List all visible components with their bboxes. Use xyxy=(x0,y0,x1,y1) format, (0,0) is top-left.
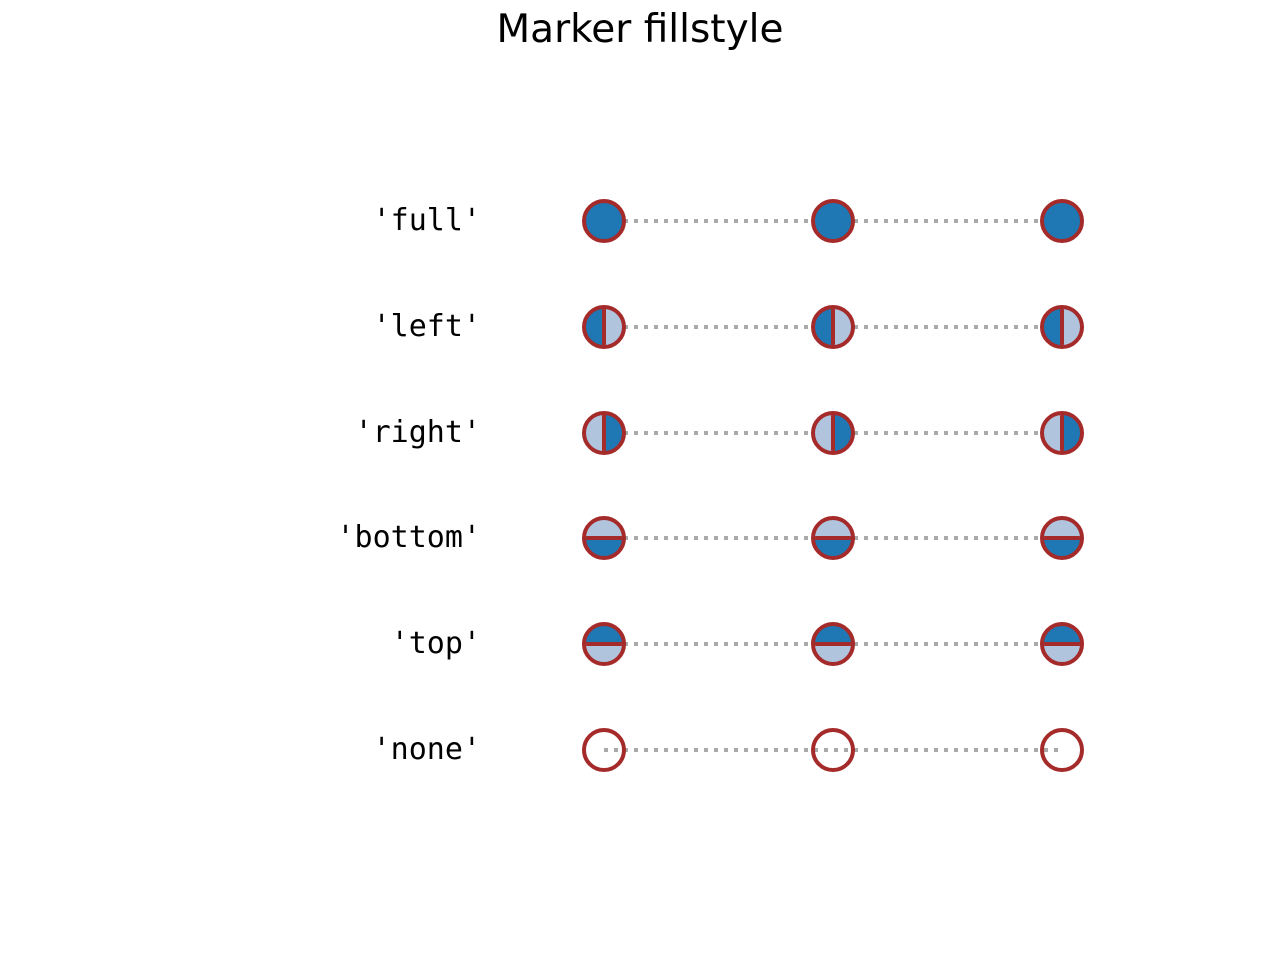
marker-bottom xyxy=(1040,516,1084,560)
marker-divider xyxy=(1060,309,1064,345)
marker-full xyxy=(582,199,626,243)
marker-divider xyxy=(1044,536,1080,540)
marker-divider xyxy=(586,536,622,540)
row-label-none: 'none' xyxy=(372,732,481,767)
marker-divider xyxy=(831,415,835,451)
row-label-bottom: 'bottom' xyxy=(336,520,482,555)
marker-none xyxy=(811,728,855,772)
marker-full xyxy=(1040,199,1084,243)
marker-divider xyxy=(1060,415,1064,451)
marker-divider xyxy=(831,309,835,345)
marker-top xyxy=(811,622,855,666)
row-label-top: 'top' xyxy=(390,626,481,661)
row-label-left: 'left' xyxy=(372,309,481,344)
marker-divider xyxy=(602,309,606,345)
marker-right xyxy=(811,411,855,455)
marker-none xyxy=(1040,728,1084,772)
marker-left xyxy=(1040,305,1084,349)
marker-left xyxy=(811,305,855,349)
row-label-full: 'full' xyxy=(372,203,481,238)
marker-none xyxy=(582,728,626,772)
marker-divider xyxy=(1044,642,1080,646)
marker-right xyxy=(1040,411,1084,455)
marker-full xyxy=(811,199,855,243)
marker-divider xyxy=(815,536,851,540)
marker-right xyxy=(582,411,626,455)
marker-top xyxy=(1040,622,1084,666)
marker-divider xyxy=(586,642,622,646)
marker-left xyxy=(582,305,626,349)
marker-divider xyxy=(602,415,606,451)
marker-divider xyxy=(815,642,851,646)
marker-bottom xyxy=(811,516,855,560)
row-label-right: 'right' xyxy=(354,415,481,450)
marker-top xyxy=(582,622,626,666)
chart-title: Marker fillstyle xyxy=(496,7,784,52)
marker-bottom xyxy=(582,516,626,560)
